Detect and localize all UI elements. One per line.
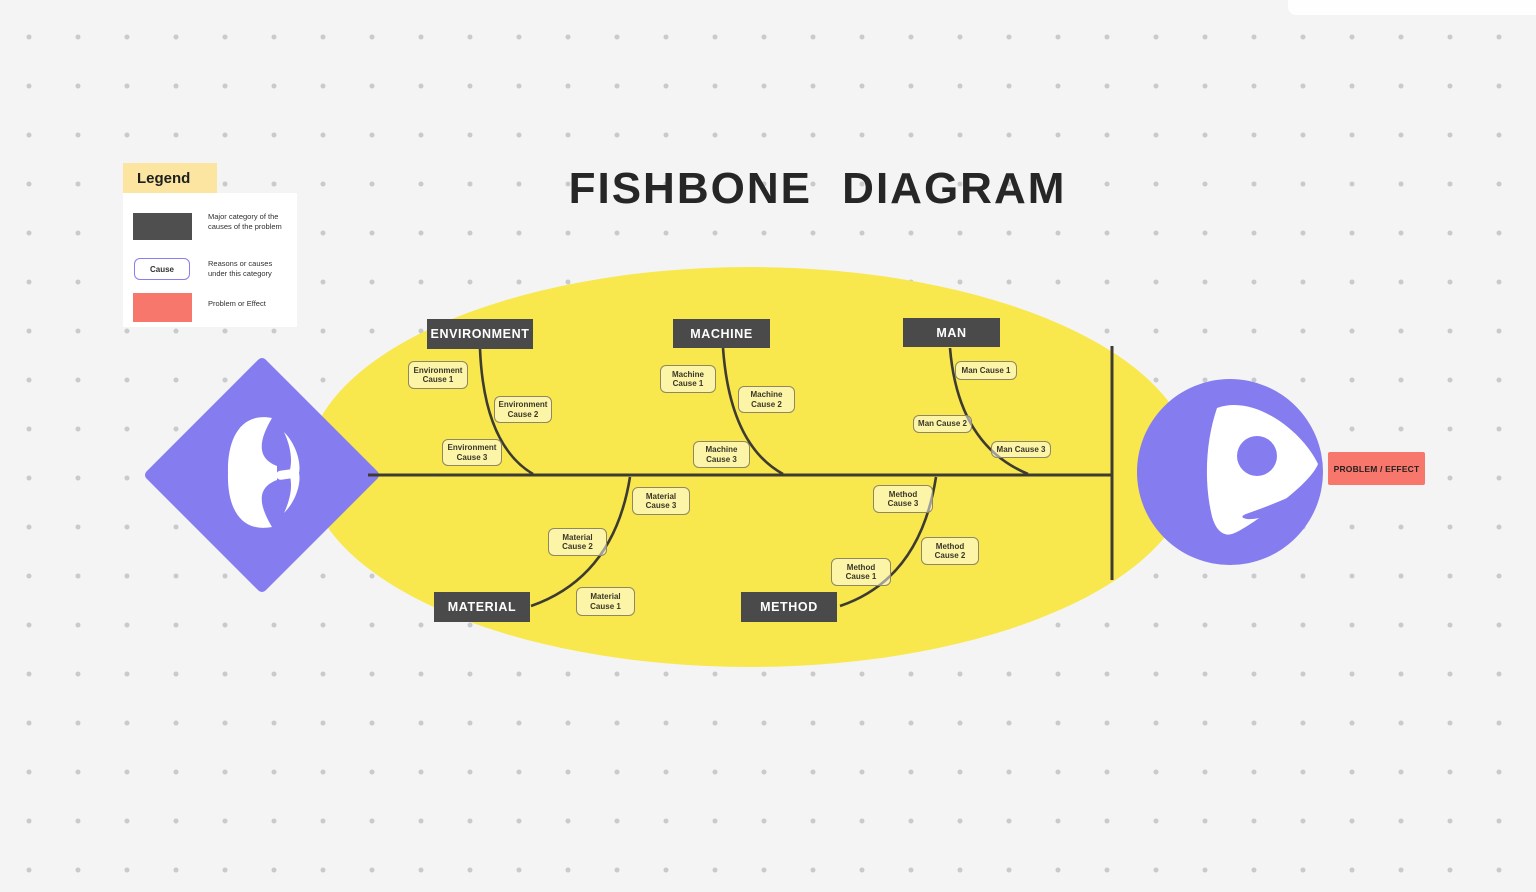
fish-tail-icon[interactable] <box>145 358 379 592</box>
category-box-man[interactable]: MAN <box>903 318 1000 347</box>
legend-major-category-description: Major category of the causes of the prob… <box>208 212 282 231</box>
tail-fin-shape <box>227 417 277 528</box>
category-box-material[interactable]: MATERIAL <box>434 592 530 622</box>
legend-header[interactable]: Legend <box>123 163 217 193</box>
legend-cause-description: Reasons or causes under this category <box>208 259 273 278</box>
legend-problem-swatch[interactable] <box>133 293 192 322</box>
cause-chip-man-2[interactable]: Man Cause 2 <box>913 415 972 433</box>
cause-chip-man-1[interactable]: Man Cause 1 <box>955 361 1017 380</box>
bone-machine <box>721 347 784 476</box>
legend-problem-description: Problem or Effect <box>208 299 266 308</box>
cause-chip-machine-1[interactable]: Machine Cause 1 <box>660 365 716 393</box>
cause-chip-machine-3[interactable]: Machine Cause 3 <box>693 441 750 468</box>
head-eye-shape <box>1237 436 1277 476</box>
page-title[interactable]: FISHBONE DIAGRAM <box>568 164 1067 213</box>
category-box-machine[interactable]: MACHINE <box>673 319 770 348</box>
cause-chip-material-2[interactable]: Material Cause 2 <box>548 528 607 556</box>
cause-chip-material-3[interactable]: Material Cause 3 <box>632 487 690 515</box>
cause-chip-environment-1[interactable]: Environment Cause 1 <box>408 361 468 389</box>
head-mouth-shape <box>1242 484 1316 520</box>
legend-major-category-swatch[interactable] <box>133 213 192 240</box>
toolbar-strip <box>1288 0 1536 15</box>
cause-chip-machine-2[interactable]: Machine Cause 2 <box>738 386 795 413</box>
cause-chip-environment-2[interactable]: Environment Cause 2 <box>494 396 552 423</box>
fish-head-icon[interactable] <box>1137 379 1323 565</box>
tail-fin-bar <box>276 469 298 480</box>
cause-chip-method-2[interactable]: Method Cause 2 <box>921 537 979 565</box>
bone-material <box>530 476 632 608</box>
category-box-method[interactable]: METHOD <box>741 592 837 622</box>
cause-chip-method-3[interactable]: Method Cause 3 <box>873 485 933 513</box>
cause-chip-method-1[interactable]: Method Cause 1 <box>831 558 891 586</box>
cause-chip-man-3[interactable]: Man Cause 3 <box>991 441 1051 458</box>
cause-chip-material-1[interactable]: Material Cause 1 <box>576 587 635 616</box>
problem-effect-label[interactable]: PROBLEM / EFFECT <box>1328 452 1425 485</box>
cause-chip-environment-3[interactable]: Environment Cause 3 <box>442 439 502 466</box>
legend-cause-chip[interactable]: Cause <box>134 258 190 280</box>
category-box-environment[interactable]: ENVIRONMENT <box>427 319 533 349</box>
bone-environment <box>478 348 534 476</box>
bone-man <box>948 347 1029 476</box>
